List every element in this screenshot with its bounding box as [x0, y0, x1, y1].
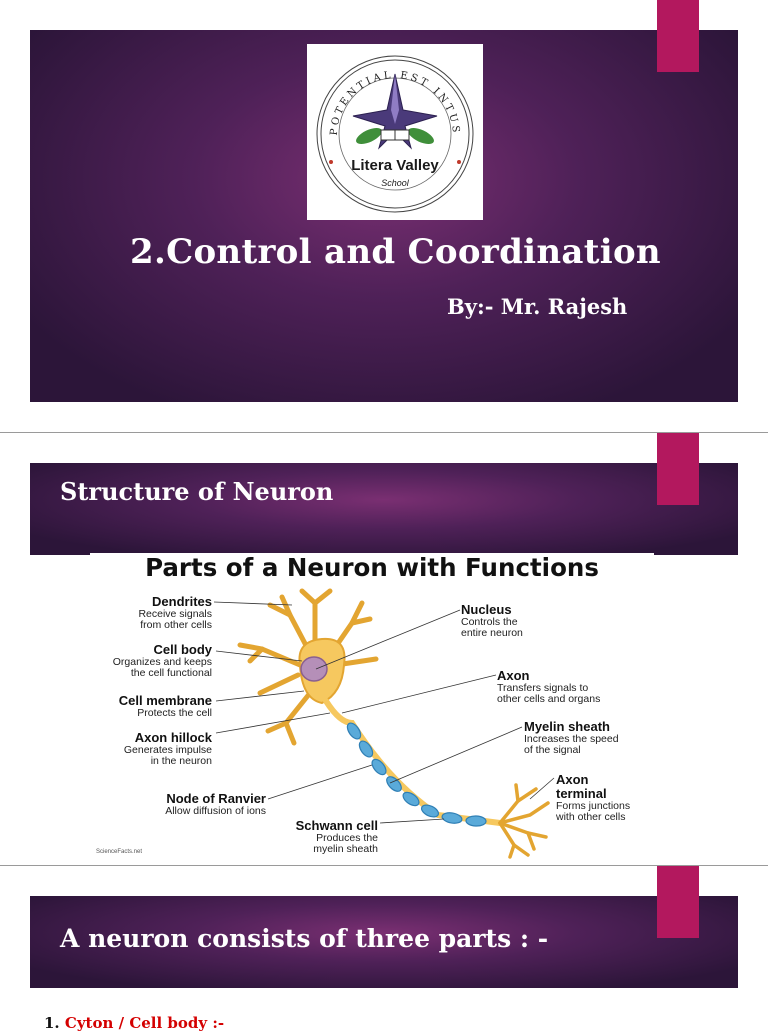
slide-3-header: A neuron consists of three parts : - [30, 896, 738, 988]
label-name: Axon [556, 772, 589, 787]
label-desc: Transfers signals to [497, 682, 589, 694]
label-name: Nucleus [461, 602, 512, 617]
label-dendrites: Dendrites Receive signals from other cel… [94, 595, 212, 631]
label-name: Myelin sheath [524, 719, 610, 734]
label-myelin-sheath: Myelin sheath Increases the speed of the… [524, 720, 619, 756]
label-desc: Allow diffusion of ions [165, 805, 266, 817]
label-name: Axon [497, 668, 530, 683]
label-nucleus: Nucleus Controls the entire neuron [461, 603, 523, 639]
label-node-of-ranvier: Node of Ranvier Allow diffusion of ions [120, 792, 266, 817]
label-desc: Controls the [461, 616, 518, 628]
label-desc: with other cells [556, 811, 626, 823]
list-text: Cyton / Cell body :- [64, 1014, 225, 1032]
label-name: terminal [556, 786, 607, 801]
label-axon-terminal: Axon terminal Forms junctions with other… [556, 773, 630, 823]
list-number: 1. [44, 1014, 60, 1032]
presentation-title: 2.Control and Coordination [130, 232, 661, 272]
label-desc: Increases the speed [524, 733, 619, 745]
label-name: Cell membrane [118, 693, 212, 708]
figure-credit: ScienceFacts.net [96, 849, 143, 855]
label-desc: from other cells [140, 619, 212, 631]
label-name: Cell body [153, 642, 212, 657]
slide-2-title: Structure of Neuron [60, 477, 334, 506]
label-desc: Receive signals [138, 608, 212, 620]
label-axon: Axon Transfers signals to other cells an… [497, 669, 600, 705]
label-name: Node of Ranvier [166, 791, 266, 806]
presentation-author: By:- Mr. Rajesh [447, 294, 628, 319]
school-logo-graphic: POTENTIAL EST INTUS Litera Valley School [316, 55, 474, 213]
neuron-illustration [213, 588, 555, 859]
accent-tab [657, 433, 699, 505]
accent-tab [657, 866, 699, 938]
list-item: 1. Cyton / Cell body :- [44, 1014, 224, 1032]
label-desc: Organizes and keeps [112, 656, 212, 668]
slide-2-header: Structure of Neuron [30, 463, 738, 555]
label-desc: the cell functional [130, 667, 212, 679]
label-desc: Forms junctions [556, 800, 631, 812]
label-cell-membrane: Cell membrane Protects the cell [90, 694, 212, 719]
logo-school-name: Litera Valley [351, 157, 439, 174]
label-desc: of the signal [524, 744, 581, 756]
label-desc: Protects the cell [137, 707, 212, 719]
label-name: Axon hillock [134, 730, 212, 745]
label-schwann-cell: Schwann cell Produces the myelin sheath [260, 819, 378, 855]
label-desc: in the neuron [150, 755, 212, 767]
figure-title: Parts of a Neuron with Functions [145, 553, 599, 582]
label-name: Dendrites [152, 594, 212, 609]
label-cell-body: Cell body Organizes and keeps the cell f… [90, 643, 212, 679]
neuron-diagram: Parts of a Neuron with Functions [90, 553, 654, 863]
slide-divider [0, 865, 768, 866]
accent-tab [657, 0, 699, 72]
logo-school-word: School [381, 178, 410, 188]
slide-3-title: A neuron consists of three parts : - [60, 924, 549, 953]
label-desc: Produces the [316, 832, 378, 844]
school-logo: POTENTIAL EST INTUS Litera Valley School [307, 44, 483, 220]
label-desc: other cells and organs [497, 693, 601, 705]
slide-divider [0, 432, 768, 433]
label-desc: myelin sheath [313, 843, 378, 855]
label-desc: entire neuron [461, 627, 523, 639]
label-axon-hillock: Axon hillock Generates impulse in the ne… [90, 731, 212, 767]
label-name: Schwann cell [295, 818, 378, 833]
label-desc: Generates impulse [123, 744, 212, 756]
